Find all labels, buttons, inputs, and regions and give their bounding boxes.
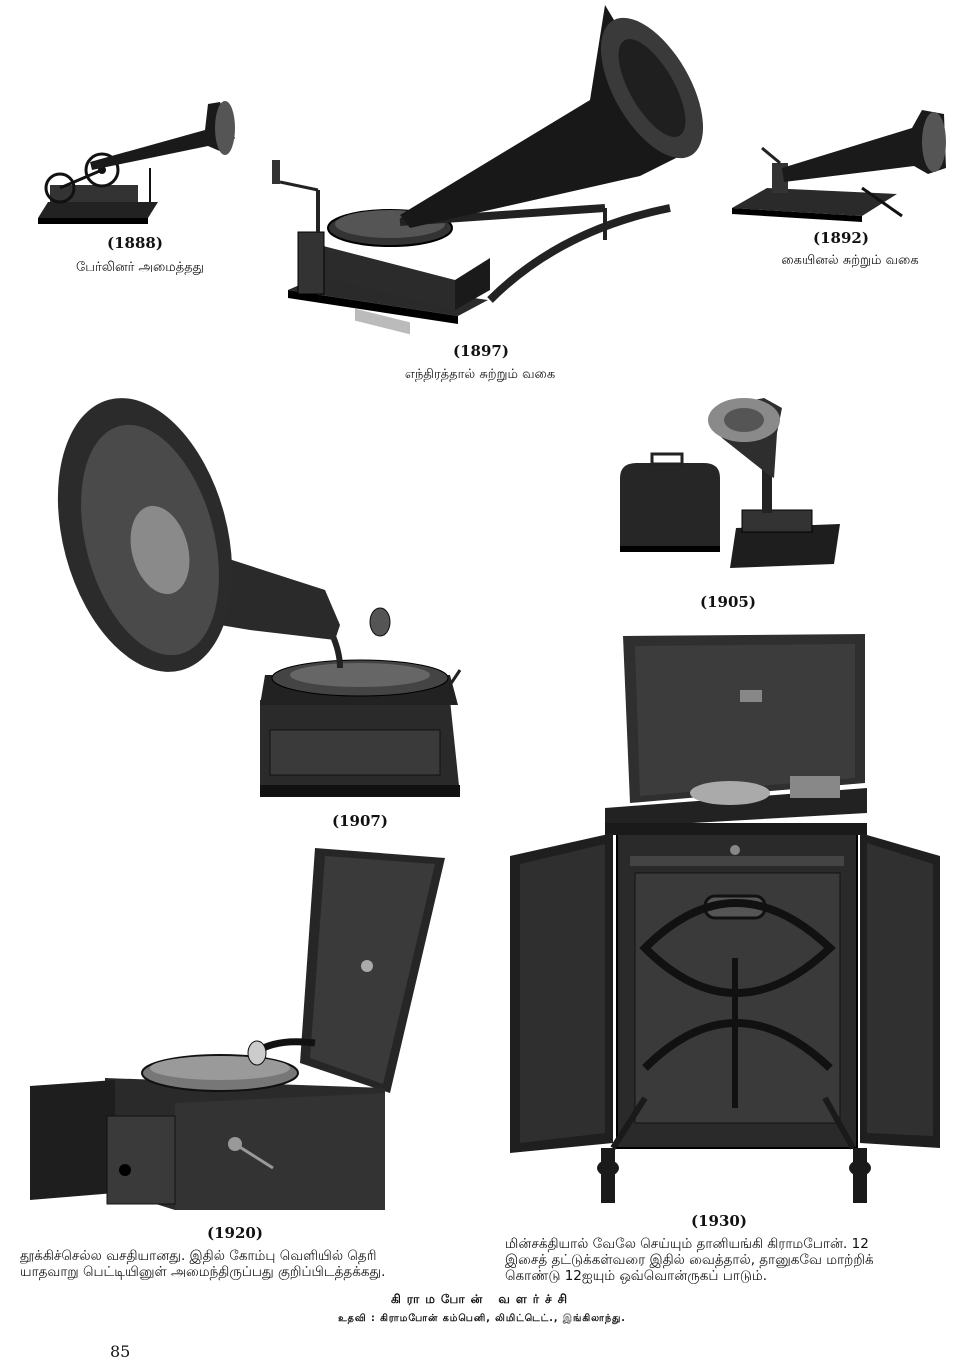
description-1930-line-3: கொண்டு 12ஐயும் ஒவ்வொன்ருகப் பாடும். <box>505 1268 768 1284</box>
description-1920-line-2: யாதவாறு பெட்டியினுள் அமைந்திருப்பது குறி… <box>20 1264 386 1280</box>
gramophone-1888-illustration <box>38 101 235 224</box>
gramophone-1920-illustration <box>30 848 445 1210</box>
year-1920: (1920) <box>207 1224 263 1242</box>
description-1930-line-2: இசைத் தட்டுக்கள்வரை இதில் வைத்தால், தானு… <box>505 1252 874 1268</box>
year-1888: (1888) <box>107 234 163 252</box>
description-1930-line-1: மின்சக்தியால் வேலே செய்யும் தானியங்கி கி… <box>505 1236 869 1252</box>
phonograph-1905-illustration <box>620 398 840 568</box>
gramophone-1892-illustration <box>732 110 946 222</box>
year-1905: (1905) <box>700 593 756 611</box>
caption-1888: பேர்லினர் அமைத்தது <box>76 260 204 275</box>
page-number: 85 <box>110 1342 131 1361</box>
gramophone-1897-illustration <box>272 5 704 335</box>
description-1920: தூக்கிச்செல்ல வசதியானது. இதில் கோம்பு வெ… <box>20 1248 385 1280</box>
description-1930: மின்சக்தியால் வேலே செய்யும் தானியங்கி கி… <box>505 1236 874 1284</box>
plate-credit: உதவி : கிராமபோன் கம்பெனி, லிமிட்டெட்., இ… <box>338 1313 626 1324</box>
gramophone-1907-illustration <box>57 398 462 797</box>
gramophone-1930-illustration <box>510 634 940 1203</box>
year-1897: (1897) <box>453 342 509 360</box>
caption-1892: கையினல் சுற்றும் வகை <box>781 253 919 268</box>
year-1907: (1907) <box>332 812 388 830</box>
caption-1897: எந்திரத்தால் சுற்றும் வகை <box>404 367 556 382</box>
year-1930: (1930) <box>691 1212 747 1230</box>
description-1920-line-1: தூக்கிச்செல்ல வசதியானது. இதில் கோம்பு வெ… <box>20 1248 377 1264</box>
year-1892: (1892) <box>813 229 869 247</box>
plate-title: கிராமபோன் வளர்ச்சி <box>390 1292 574 1306</box>
